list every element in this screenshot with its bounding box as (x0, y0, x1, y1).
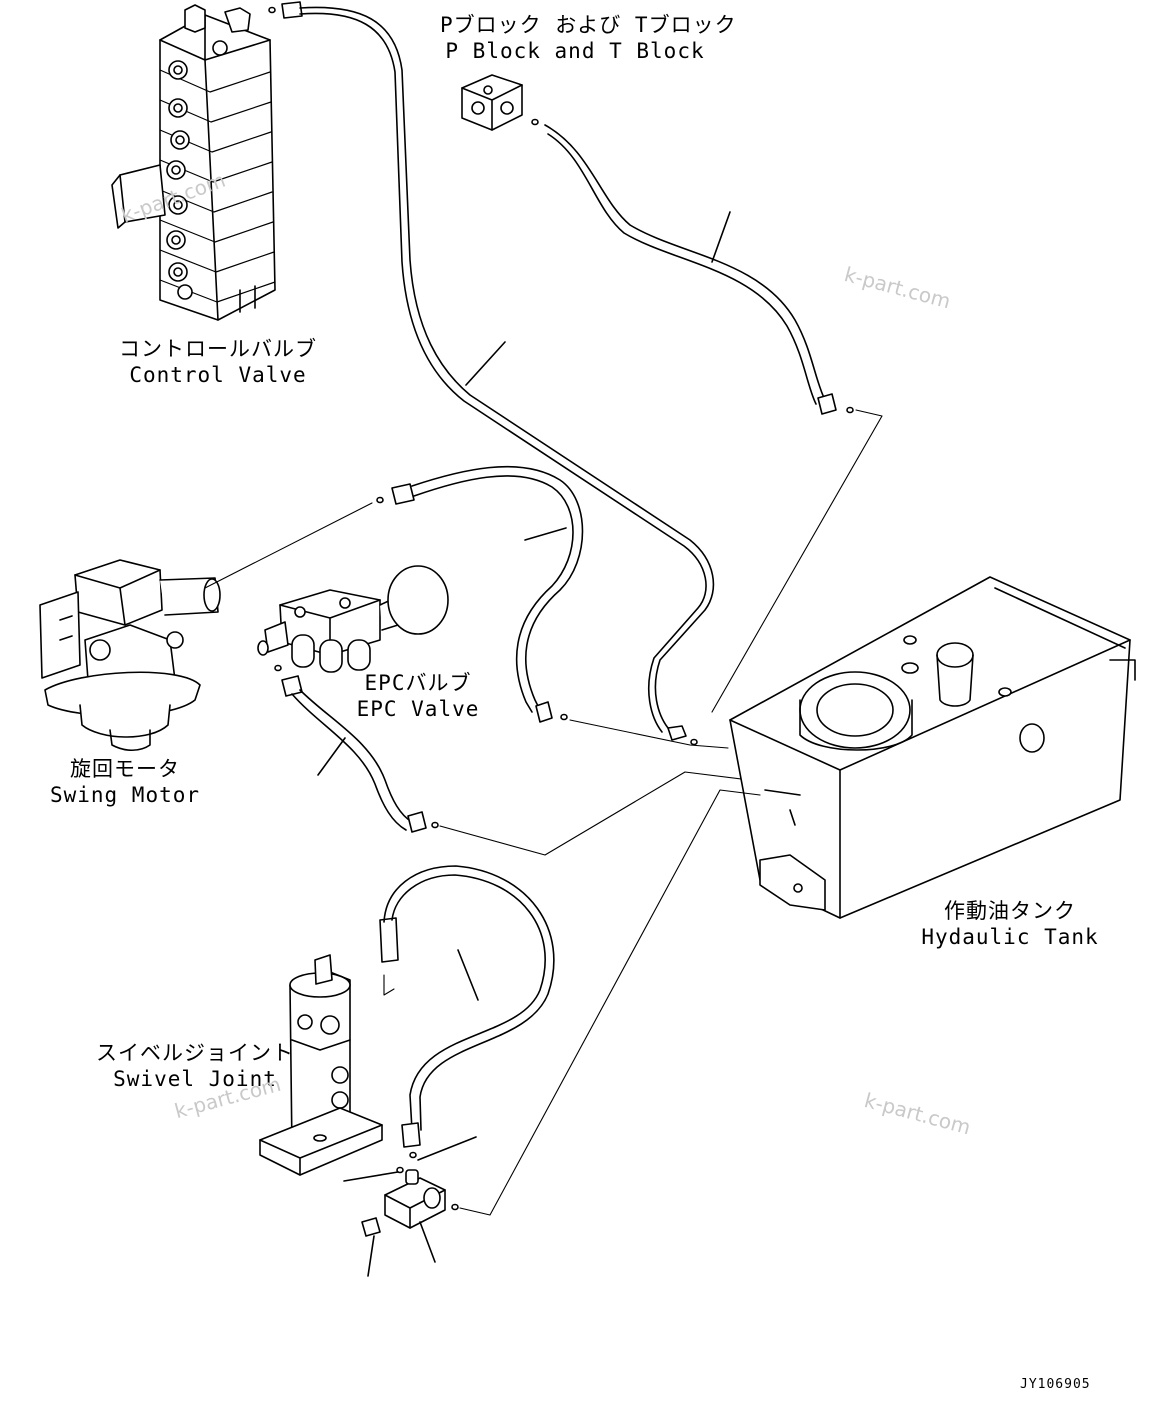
hose-fitting (379, 917, 399, 963)
label-hydraulic-tank: 作動油タンク Hydaulic Tank (915, 898, 1105, 950)
label-jp: 旋回モータ (70, 757, 180, 781)
label-jp: コントロールバルブ (119, 337, 317, 361)
hose-epc-valve-to-tank[interactable] (291, 689, 413, 831)
label-en: EPC Valve (356, 697, 480, 721)
hose-fitting (281, 675, 303, 697)
control-valve-part[interactable] (111, 4, 276, 321)
o-ring (846, 406, 854, 414)
swing-motor-part[interactable] (39, 559, 221, 752)
o-ring (396, 1166, 404, 1174)
leader-line (417, 1136, 477, 1161)
o-ring (431, 821, 439, 829)
leader-line (419, 1221, 436, 1263)
o-ring (274, 664, 282, 672)
plug-fitting (361, 1217, 381, 1237)
label-jp: EPCバルブ (364, 671, 472, 695)
leader-line (569, 719, 729, 749)
label-epc-valve: EPCバルブ EPC Valve (348, 670, 488, 722)
o-ring (268, 6, 276, 14)
hose-swivel-joint-to-tank[interactable] (383, 865, 555, 1131)
hose-fitting (535, 701, 553, 723)
leader-line (343, 1171, 399, 1182)
label-en: P Block and T Block (445, 39, 705, 63)
drawing-code: JY106905 (1020, 1377, 1091, 1392)
o-ring (690, 738, 698, 746)
label-swivel-joint: スイベルジョイント Swivel Joint (95, 1040, 295, 1092)
hose-fitting (391, 483, 415, 505)
o-ring (376, 496, 384, 504)
swivel-joint-part[interactable] (259, 954, 383, 1176)
o-ring (560, 713, 568, 721)
o-ring (451, 1203, 459, 1211)
tee-fitting-part[interactable] (384, 1169, 446, 1229)
hose-control-valve-to-tank[interactable] (299, 6, 715, 733)
o-ring (409, 1151, 417, 1159)
o-ring (531, 118, 539, 126)
hydraulic-tank-part[interactable] (729, 576, 1136, 919)
hose-fitting (667, 725, 687, 741)
label-en: Hydaulic Tank (921, 925, 1099, 949)
label-jp: Pブロック および Tブロック (440, 13, 737, 37)
label-control-valve: コントロールバルブ Control Valve (118, 336, 318, 388)
leader-line (383, 974, 395, 996)
leader-line (367, 1235, 375, 1277)
label-p-block-t-block: Pブロック および Tブロック P Block and T Block (440, 12, 737, 64)
epc-valve-part[interactable] (257, 565, 449, 673)
leader-line (711, 409, 883, 713)
label-en: Swing Motor (49, 783, 201, 807)
hose-fitting (281, 1, 303, 19)
hose-fitting (817, 393, 837, 415)
label-en: Control Valve (129, 363, 307, 387)
hose-p-block-to-tank[interactable] (544, 124, 826, 405)
hose-swing-motor-to-tank[interactable] (411, 465, 584, 713)
leader-line (204, 502, 373, 589)
label-swing-motor: 旋回モータ Swing Motor (45, 756, 205, 808)
p-block-t-block-part[interactable] (461, 74, 523, 131)
hose-fitting (407, 811, 427, 833)
leader-line (459, 789, 761, 1216)
hose-fitting (401, 1122, 421, 1148)
label-jp: スイベルジョイント (96, 1041, 294, 1065)
label-en: Swivel Joint (113, 1067, 277, 1091)
label-jp: 作動油タンク (944, 899, 1076, 923)
